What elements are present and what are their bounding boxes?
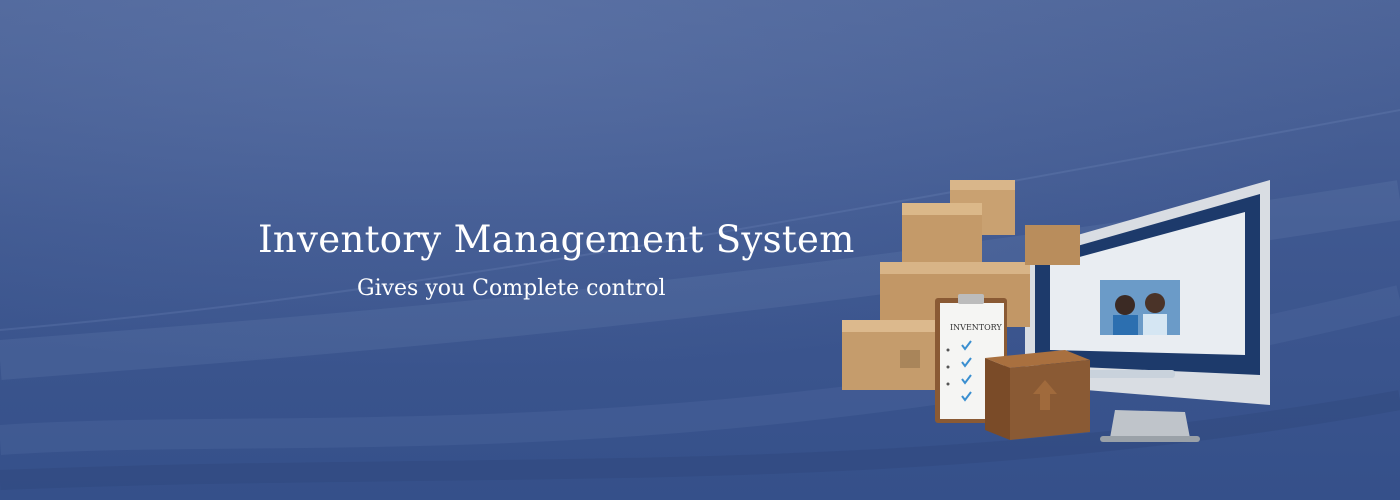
shipping-box-arrow-image: [985, 350, 1090, 440]
clipboard-title: INVENTORY: [950, 323, 1002, 332]
banner-headline: Inventory Management System: [258, 218, 855, 261]
cardboard-boxes-image: [842, 180, 1080, 390]
banner-subheadline: Gives you Complete control: [357, 276, 666, 301]
inventory-illustration: INVENTORY: [842, 180, 1270, 442]
desktop-monitor-image: [1025, 180, 1270, 442]
